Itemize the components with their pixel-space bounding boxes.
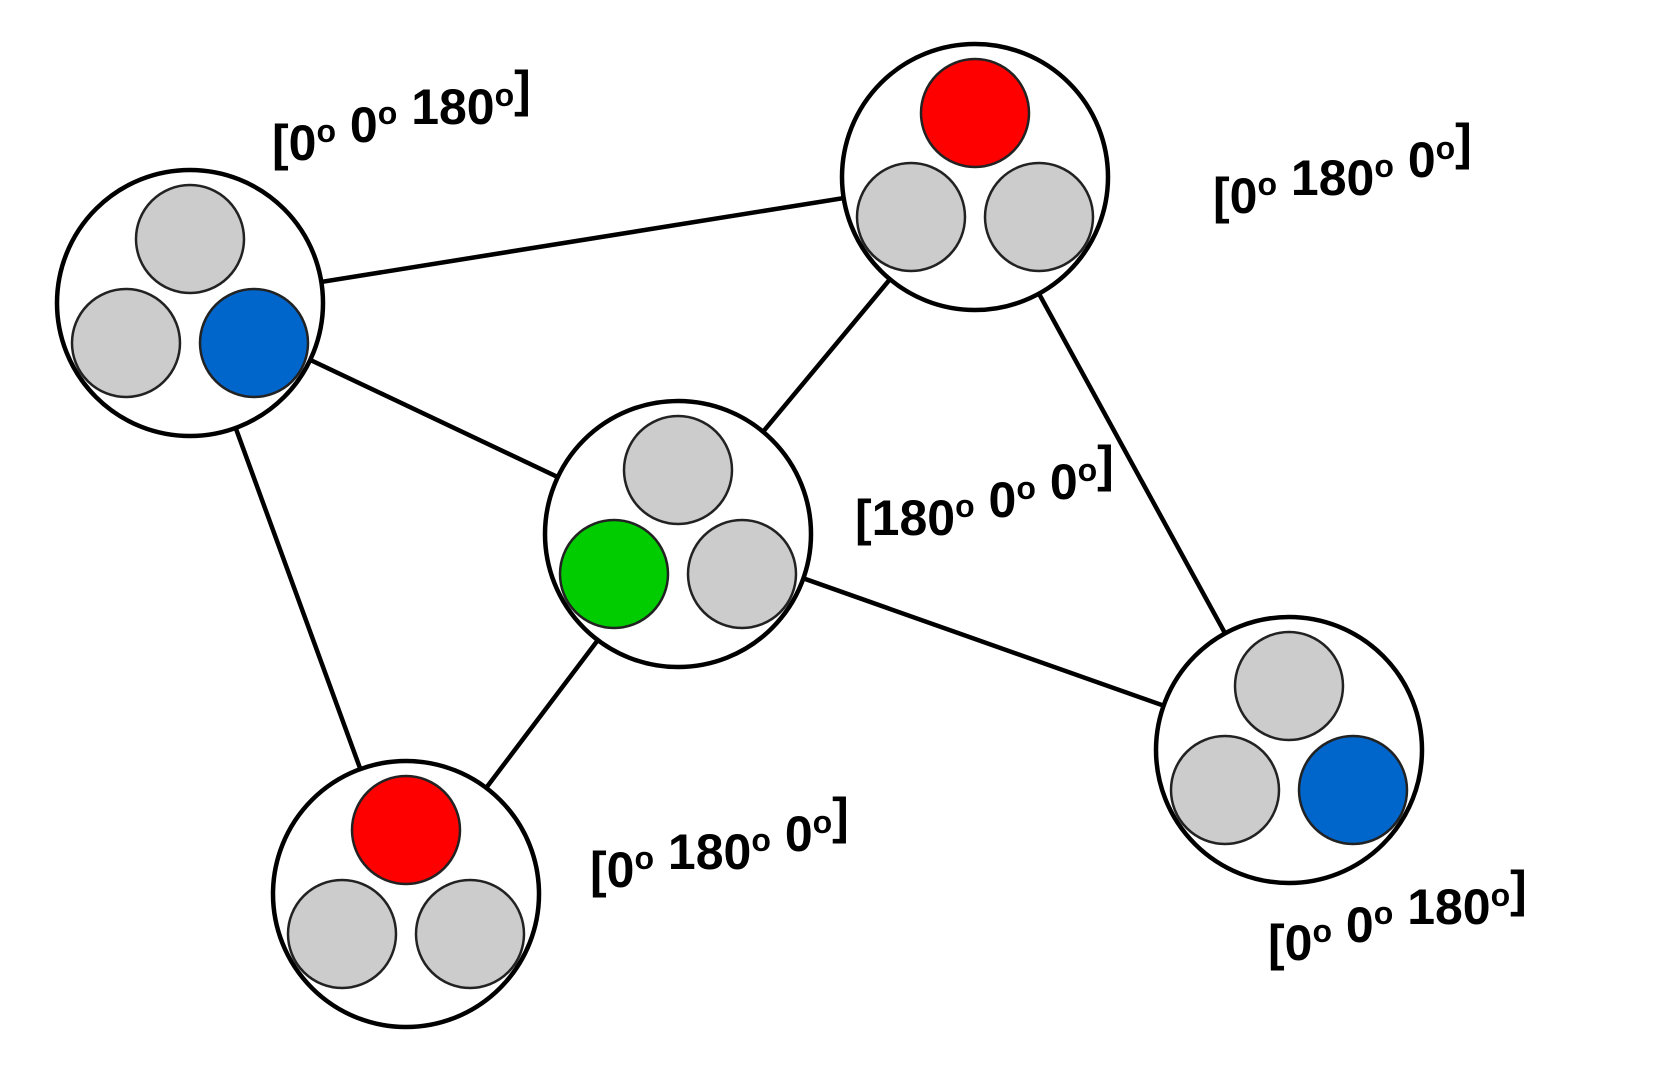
degree-symbol: o bbox=[955, 488, 975, 524]
node-label: [0o 0o 180o] bbox=[1268, 861, 1527, 971]
degree-symbol: o bbox=[378, 95, 398, 131]
angle-value: 0 bbox=[785, 806, 813, 862]
node-center bbox=[542, 398, 814, 670]
sub-circle-blue bbox=[198, 287, 310, 399]
node-label: [0o 0o 180o] bbox=[272, 61, 531, 171]
bracket: ] bbox=[1097, 436, 1114, 492]
sub-circle-red bbox=[350, 774, 462, 886]
sub-circle-gray bbox=[286, 878, 398, 990]
angle-value: 0 bbox=[1230, 168, 1258, 224]
node-top-left bbox=[54, 167, 326, 439]
sub-circle-red bbox=[919, 57, 1031, 169]
degree-symbol: o bbox=[751, 822, 771, 858]
degree-symbol: o bbox=[1436, 130, 1456, 166]
sub-circle-gray bbox=[70, 287, 182, 399]
angle-value: 180 bbox=[1291, 150, 1374, 206]
bracket bbox=[771, 806, 785, 862]
bracket bbox=[397, 79, 411, 135]
bracket: [ bbox=[272, 115, 289, 171]
angle-value: 0 bbox=[1408, 132, 1436, 188]
node-bottom-right bbox=[1153, 614, 1425, 886]
degree-symbol: o bbox=[1257, 166, 1277, 202]
bracket: ] bbox=[1455, 114, 1472, 170]
sub-circle-gray bbox=[622, 414, 734, 526]
degree-symbol: o bbox=[316, 113, 336, 149]
bracket: [ bbox=[590, 842, 607, 898]
bracket bbox=[975, 472, 989, 528]
angle-value: 180 bbox=[872, 490, 955, 546]
bracket bbox=[1393, 879, 1407, 935]
bracket: ] bbox=[1510, 861, 1527, 917]
sub-circle-gray bbox=[1233, 630, 1345, 742]
sub-circle-gray bbox=[686, 518, 798, 630]
bracket bbox=[1277, 150, 1291, 206]
angle-value: 0 bbox=[1346, 897, 1374, 953]
bracket bbox=[1036, 454, 1050, 510]
angle-value: 180 bbox=[668, 824, 751, 880]
degree-symbol: o bbox=[1312, 913, 1332, 949]
sub-circle-gray bbox=[983, 161, 1095, 273]
bracket: ] bbox=[832, 788, 849, 844]
degree-symbol: o bbox=[1078, 452, 1098, 488]
sub-circle-gray bbox=[855, 161, 967, 273]
bracket: [ bbox=[1213, 168, 1230, 224]
angle-value: 0 bbox=[350, 97, 378, 153]
nodes bbox=[54, 41, 1425, 1030]
bracket bbox=[336, 97, 350, 153]
sub-circle-gray bbox=[414, 878, 526, 990]
bracket bbox=[654, 824, 668, 880]
angle-value: 180 bbox=[1407, 879, 1490, 935]
degree-symbol: o bbox=[1374, 148, 1394, 184]
degree-symbol: o bbox=[634, 840, 654, 876]
node-label: [180o 0o 0o] bbox=[855, 436, 1114, 546]
degree-symbol: o bbox=[495, 77, 515, 113]
node-label: [0o 180o 0o] bbox=[590, 788, 849, 898]
bracket: [ bbox=[855, 490, 872, 546]
node-bottom-left bbox=[270, 758, 542, 1030]
bracket bbox=[1332, 897, 1346, 953]
bracket bbox=[1394, 132, 1408, 188]
sub-circle-blue bbox=[1297, 734, 1409, 846]
angle-value: 0 bbox=[289, 115, 317, 171]
angle-value: 0 bbox=[1050, 454, 1078, 510]
node-label: [0o 180o 0o] bbox=[1213, 114, 1472, 224]
sub-circle-green bbox=[558, 518, 670, 630]
sub-circle-gray bbox=[134, 183, 246, 295]
labels: [0o 0o 180o][0o 180o 0o][180o 0o 0o][0o … bbox=[272, 61, 1527, 971]
degree-symbol: o bbox=[1016, 470, 1036, 506]
angle-value: 180 bbox=[411, 79, 494, 135]
degree-symbol: o bbox=[1491, 877, 1511, 913]
bracket: [ bbox=[1268, 915, 1285, 971]
bracket: ] bbox=[514, 61, 531, 117]
degree-symbol: o bbox=[1374, 895, 1394, 931]
angle-value: 0 bbox=[1285, 915, 1313, 971]
angle-value: 0 bbox=[989, 472, 1017, 528]
degree-symbol: o bbox=[813, 804, 833, 840]
node-top-right bbox=[839, 41, 1111, 313]
angle-value: 0 bbox=[607, 842, 635, 898]
sub-circle-gray bbox=[1169, 734, 1281, 846]
